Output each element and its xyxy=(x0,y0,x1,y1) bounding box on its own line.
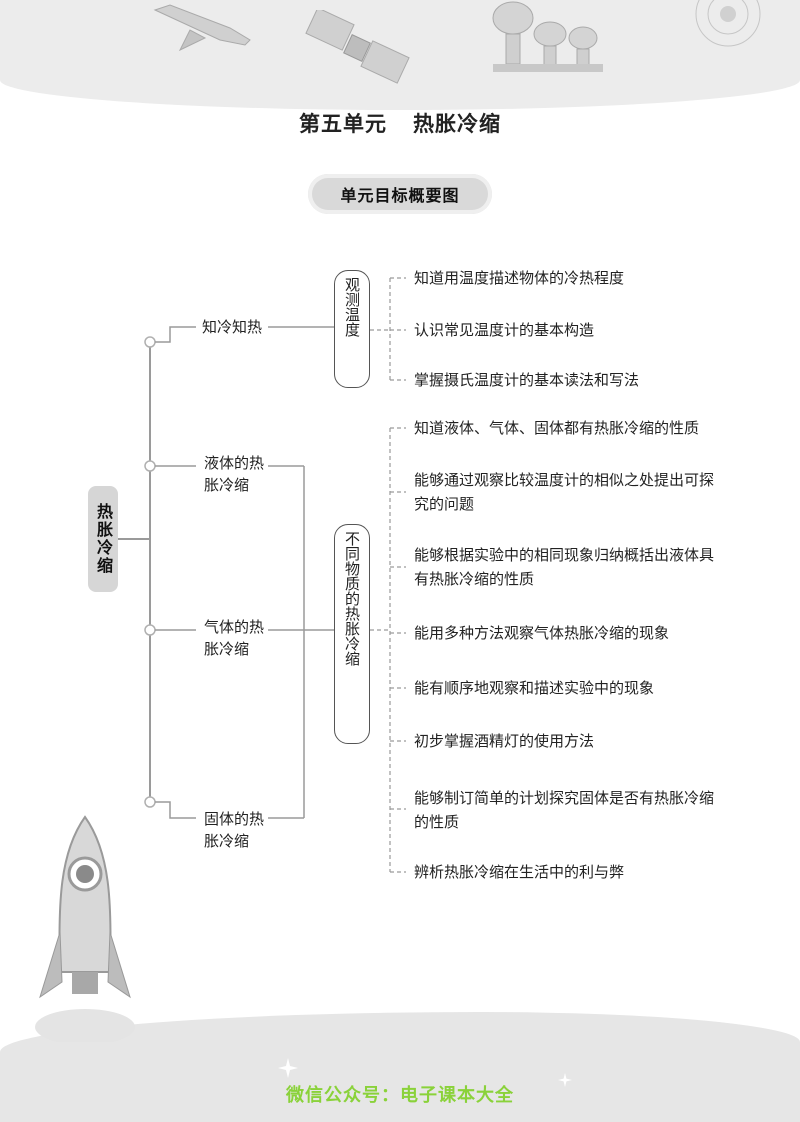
page-title: 第五单元 热胀冷缩 xyxy=(0,108,800,138)
goal-item: 知道液体、气体、固体都有热胀冷缩的性质 xyxy=(414,416,724,440)
space-shuttle-icon xyxy=(153,4,251,52)
branch-label: 固体的热胀冷缩 xyxy=(204,810,265,850)
goal-text: 能够通过观察比较温度计的相似之处提出可探究的问题 xyxy=(414,471,715,513)
goal-item: 知道用温度描述物体的冷热程度 xyxy=(414,266,714,290)
footer-watermark: 微信公众号：电子课本大全 xyxy=(0,1081,800,1107)
goal-item: 能用多种方法观察气体热胀冷缩的现象 xyxy=(414,621,724,645)
goal-text: 初步掌握酒精灯的使用方法 xyxy=(414,732,595,750)
branch-node: 液体的热胀冷缩 xyxy=(204,452,268,496)
rocket-icon xyxy=(35,815,135,1042)
sparkle-icon xyxy=(558,1073,572,1087)
branch-node: 知冷知热 xyxy=(202,316,272,338)
goal-item: 掌握摄氏温度计的基本读法和写法 xyxy=(414,368,714,392)
goal-item: 能够根据实验中的相同现象归纳概括出液体具有热胀冷缩的性质 xyxy=(414,543,714,591)
branch-node: 固体的热胀冷缩 xyxy=(204,808,268,852)
goal-item: 辨析热胀冷缩在生活中的利与弊 xyxy=(414,860,724,884)
branch-label: 液体的热胀冷缩 xyxy=(204,454,265,494)
mindmap-root-label: 热胀冷缩 xyxy=(94,503,113,575)
branch-node: 气体的热胀冷缩 xyxy=(204,616,268,660)
category-node: 观测温度 xyxy=(334,270,370,388)
planet-orbit-icon xyxy=(695,0,761,47)
goal-text: 能用多种方法观察气体热胀冷缩的现象 xyxy=(414,624,670,642)
unit-topic: 热胀冷缩 xyxy=(413,111,501,136)
category-node: 不同物质的热胀冷缩 xyxy=(334,524,370,744)
goal-item: 认识常见温度计的基本构造 xyxy=(414,318,714,342)
sparkle-icon xyxy=(278,1058,298,1078)
unit-number: 第五单元 xyxy=(299,111,387,136)
goal-text: 辨析热胀冷缩在生活中的利与弊 xyxy=(414,863,625,881)
section-heading: 单元目标概要图 xyxy=(308,174,492,214)
goal-item: 能够通过观察比较温度计的相似之处提出可探究的问题 xyxy=(414,468,714,516)
goal-text: 能有顺序地观察和描述实验中的现象 xyxy=(414,679,655,697)
mindmap-root: 热胀冷缩 xyxy=(88,486,118,592)
goal-text: 知道用温度描述物体的冷热程度 xyxy=(414,269,625,287)
footer-text: 微信公众号：电子课本大全 xyxy=(286,1085,514,1106)
goal-text: 能够制订简单的计划探究固体是否有热胀冷缩的性质 xyxy=(414,789,715,831)
branch-label: 气体的热胀冷缩 xyxy=(204,618,265,658)
goal-item: 能够制订简单的计划探究固体是否有热胀冷缩的性质 xyxy=(414,786,714,834)
goal-text: 知道液体、气体、固体都有热胀冷缩的性质 xyxy=(414,419,700,437)
goal-text: 认识常见温度计的基本构造 xyxy=(414,321,595,339)
goal-item: 初步掌握酒精灯的使用方法 xyxy=(414,729,724,753)
category-label: 不同物质的热胀冷缩 xyxy=(343,531,361,666)
radar-dish-icon xyxy=(492,1,603,72)
category-label: 观测温度 xyxy=(343,277,361,337)
section-heading-label: 单元目标概要图 xyxy=(340,186,460,205)
branch-label: 知冷知热 xyxy=(202,318,263,336)
goal-item: 能有顺序地观察和描述实验中的现象 xyxy=(414,676,724,700)
goal-text: 能够根据实验中的相同现象归纳概括出液体具有热胀冷缩的性质 xyxy=(414,546,715,588)
satellite-icon xyxy=(305,10,410,84)
goal-text: 掌握摄氏温度计的基本读法和写法 xyxy=(414,371,640,389)
